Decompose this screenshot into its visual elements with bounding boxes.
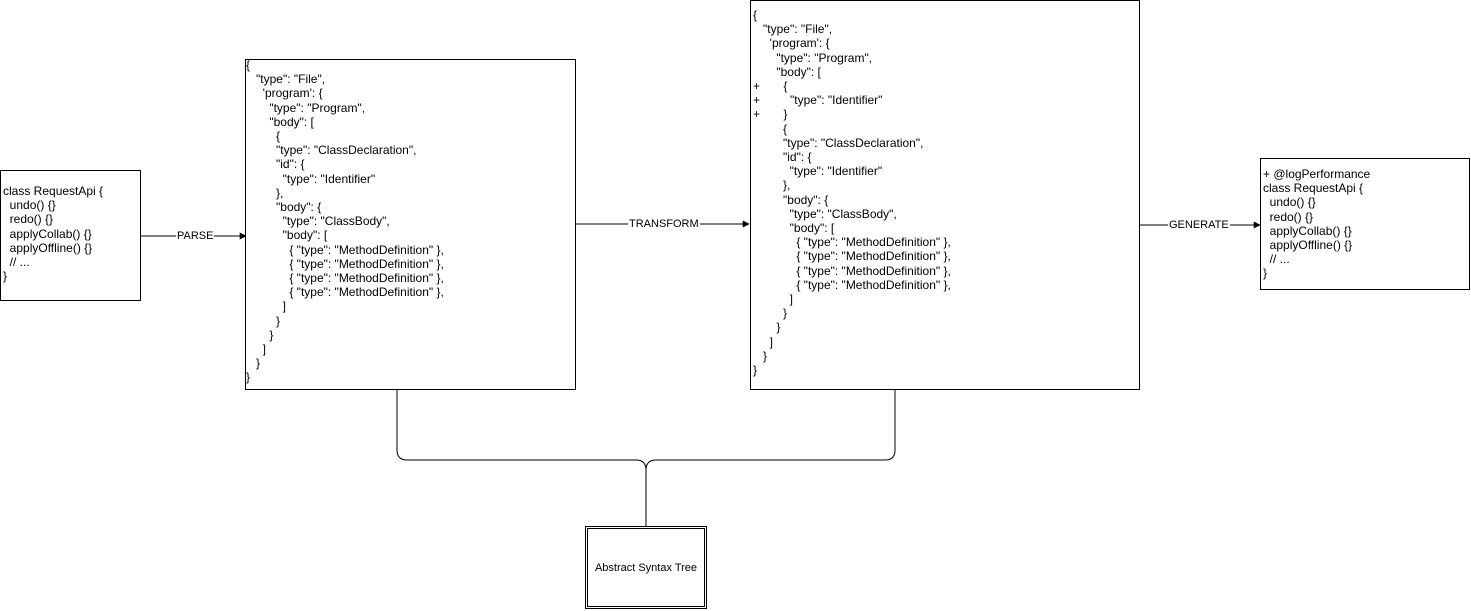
ast-caption-node[interactable]: Abstract Syntax Tree xyxy=(585,526,707,609)
transform-label: TRANSFORM xyxy=(628,218,700,230)
ast-caption-label: Abstract Syntax Tree xyxy=(594,561,698,574)
ast-transformed-text: { "type": "File", 'program': { "type": "… xyxy=(753,8,951,378)
generate-label: GENERATE xyxy=(1168,219,1230,231)
ast-transformed-node[interactable]: { "type": "File", 'program': { "type": "… xyxy=(750,0,1140,390)
source-code-text: class RequestApi { undo() {} redo() {} a… xyxy=(3,184,104,284)
ast-original-node[interactable]: { "type": "File", 'program': { "type": "… xyxy=(245,58,576,390)
output-code-node[interactable]: + @logPerformance class RequestApi { und… xyxy=(1260,158,1470,290)
parse-label: PARSE xyxy=(176,230,215,242)
output-code-text: + @logPerformance class RequestApi { und… xyxy=(1263,167,1371,281)
source-code-node[interactable]: class RequestApi { undo() {} redo() {} a… xyxy=(0,170,141,301)
ast-brace xyxy=(396,389,896,526)
ast-original-text: { "type": "File", 'program': { "type": "… xyxy=(246,58,444,385)
